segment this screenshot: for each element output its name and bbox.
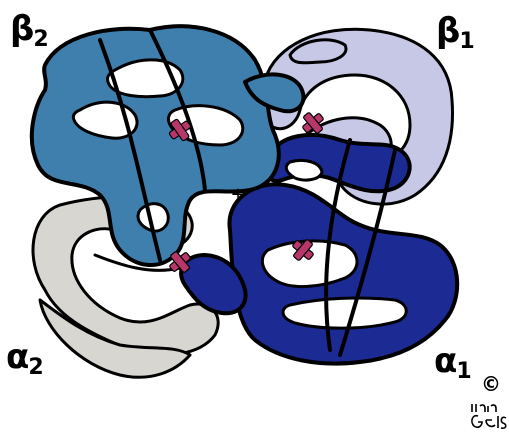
label-alpha1: α1 (434, 344, 471, 383)
label-alpha2: α2 (6, 340, 43, 379)
center-mark: + (230, 184, 245, 205)
alpha1-window-3 (286, 160, 322, 180)
label-beta2: β2 (10, 12, 48, 51)
alpha1-window-2 (283, 298, 406, 328)
artist-signature (472, 404, 506, 428)
label-beta1: β1 (436, 14, 474, 53)
copyright-mark: © (481, 372, 501, 396)
